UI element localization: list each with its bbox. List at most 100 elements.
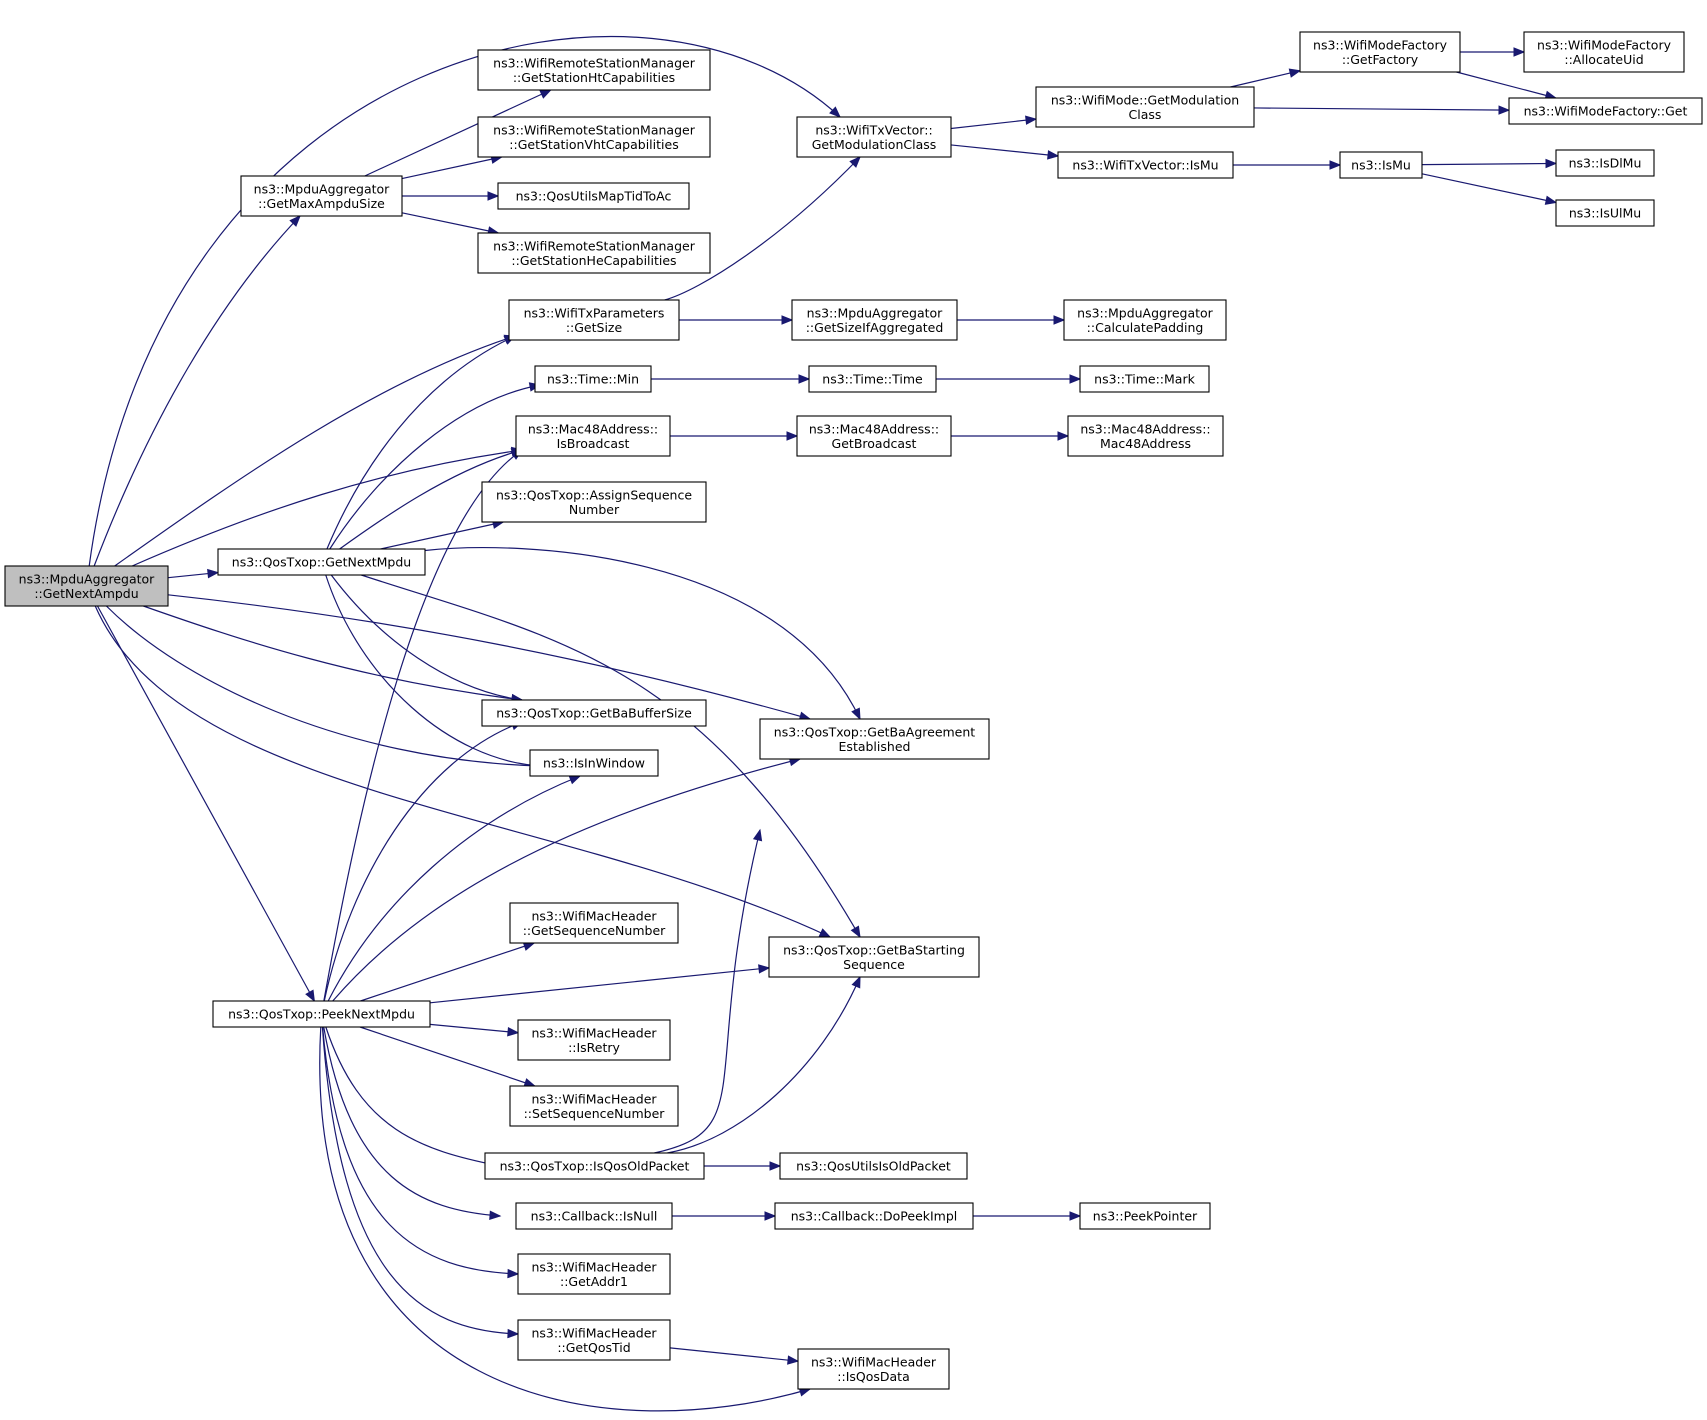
function-node-box[interactable] bbox=[768, 936, 980, 978]
function-node-label: ::IsRetry bbox=[568, 1040, 620, 1055]
function-node-mac48Ctor[interactable]: ns3::Mac48Address::Mac48Address bbox=[1067, 415, 1224, 457]
function-node-box[interactable] bbox=[796, 415, 952, 457]
function-node-isQosOld[interactable]: ns3::QosTxop::IsQosOldPacket bbox=[484, 1152, 705, 1180]
function-node-calcPadding[interactable]: ns3::MpduAggregator::CalculatePadding bbox=[1063, 299, 1227, 341]
function-node-box[interactable] bbox=[477, 116, 711, 158]
function-node-mapTid[interactable]: ns3::QosUtilsMapTidToAc bbox=[497, 182, 690, 210]
function-node-vhtCap[interactable]: ns3::WifiRemoteStationManager::GetStatio… bbox=[477, 116, 711, 158]
function-node-root[interactable]: ns3::MpduAggregator::GetNextAmpdu bbox=[4, 565, 169, 607]
function-node-getMaxAmpdu[interactable]: ns3::MpduAggregator::GetMaxAmpduSize bbox=[240, 175, 403, 217]
call-edge-arrowhead bbox=[1544, 195, 1558, 205]
function-node-box[interactable] bbox=[517, 1019, 671, 1061]
function-node-doPeekImpl[interactable]: ns3::Callback::DoPeekImpl bbox=[774, 1202, 974, 1230]
function-node-box[interactable] bbox=[477, 232, 711, 274]
function-node-box[interactable] bbox=[1339, 151, 1423, 179]
function-node-box[interactable] bbox=[774, 1202, 974, 1230]
function-node-box[interactable] bbox=[1057, 151, 1234, 179]
function-node-box[interactable] bbox=[217, 548, 426, 576]
function-node-label: ::GetAddr1 bbox=[560, 1274, 628, 1289]
function-node-box[interactable] bbox=[1079, 365, 1210, 393]
function-node-label: ::GetFactory bbox=[1342, 52, 1419, 67]
function-node-txParamsGetSize[interactable]: ns3::WifiTxParameters::GetSize bbox=[508, 299, 680, 341]
function-node-box[interactable] bbox=[481, 481, 707, 523]
function-node-utilsOld[interactable]: ns3::QosUtilsIsOldPacket bbox=[779, 1152, 968, 1180]
function-node-box[interactable] bbox=[791, 299, 958, 341]
function-node-box[interactable] bbox=[808, 365, 937, 393]
function-node-box[interactable] bbox=[759, 718, 990, 760]
function-node-box[interactable] bbox=[1508, 97, 1703, 125]
function-node-box[interactable] bbox=[796, 116, 952, 158]
function-node-modeModClass[interactable]: ns3::WifiMode::GetModulationClass bbox=[1035, 86, 1255, 128]
function-node-box[interactable] bbox=[509, 902, 679, 944]
function-node-box[interactable] bbox=[1555, 199, 1655, 227]
function-node-heCap[interactable]: ns3::WifiRemoteStationManager::GetStatio… bbox=[477, 232, 711, 274]
function-node-label: Established bbox=[839, 739, 911, 754]
call-edge bbox=[114, 335, 516, 567]
function-node-timeTime[interactable]: ns3::Time::Time bbox=[808, 365, 937, 393]
function-node-isQosData[interactable]: ns3::WifiMacHeader::IsQosData bbox=[797, 1348, 950, 1390]
function-node-box[interactable] bbox=[517, 1319, 671, 1361]
function-node-getNextMpdu[interactable]: ns3::QosTxop::GetNextMpdu bbox=[217, 548, 426, 576]
function-node-baBuffer[interactable]: ns3::QosTxop::GetBaBufferSize bbox=[481, 699, 707, 727]
function-node-label: ns3::Time::Time bbox=[822, 372, 923, 387]
function-node-box[interactable] bbox=[515, 1202, 673, 1230]
function-node-txVecModClass[interactable]: ns3::WifiTxVector::GetModulationClass bbox=[796, 116, 952, 158]
function-node-box[interactable] bbox=[240, 175, 403, 217]
function-node-getSeqNum[interactable]: ns3::WifiMacHeader::GetSequenceNumber bbox=[509, 902, 679, 944]
function-node-box[interactable] bbox=[517, 1253, 671, 1295]
function-node-cbIsNull[interactable]: ns3::Callback::IsNull bbox=[515, 1202, 673, 1230]
function-node-box[interactable] bbox=[4, 565, 169, 607]
function-node-factoryGet[interactable]: ns3::WifiModeFactory::Get bbox=[1508, 97, 1703, 125]
function-node-label: ns3::WifiModeFactory bbox=[1313, 37, 1448, 52]
function-node-modeFactoryGetFactory[interactable]: ns3::WifiModeFactory::GetFactory bbox=[1299, 31, 1461, 73]
function-node-label: IsBroadcast bbox=[557, 436, 630, 451]
function-node-setSeqNum[interactable]: ns3::WifiMacHeader::SetSequenceNumber bbox=[509, 1085, 679, 1127]
function-node-timeMark[interactable]: ns3::Time::Mark bbox=[1079, 365, 1210, 393]
function-node-timeMin[interactable]: ns3::Time::Min bbox=[534, 365, 652, 393]
function-node-label: ::GetStationHeCapabilities bbox=[511, 253, 676, 268]
function-node-box[interactable] bbox=[212, 1000, 431, 1028]
call-edge-arrowhead bbox=[1057, 431, 1070, 441]
function-node-box[interactable] bbox=[481, 699, 707, 727]
function-node-box[interactable] bbox=[1035, 86, 1255, 128]
function-node-box[interactable] bbox=[477, 49, 711, 91]
function-node-box[interactable] bbox=[1063, 299, 1227, 341]
function-node-peekNextMpdu[interactable]: ns3::QosTxop::PeekNextMpdu bbox=[212, 1000, 431, 1028]
function-node-box[interactable] bbox=[484, 1152, 705, 1180]
function-node-box[interactable] bbox=[779, 1152, 968, 1180]
function-node-htCap[interactable]: ns3::WifiRemoteStationManager::GetStatio… bbox=[477, 49, 711, 91]
function-node-box[interactable] bbox=[497, 182, 690, 210]
function-node-box[interactable] bbox=[515, 415, 671, 457]
function-node-box[interactable] bbox=[1079, 1202, 1211, 1230]
function-node-txVecIsMu[interactable]: ns3::WifiTxVector::IsMu bbox=[1057, 151, 1234, 179]
function-node-isMu[interactable]: ns3::IsMu bbox=[1339, 151, 1423, 179]
function-node-label: ::GetQosTid bbox=[557, 1340, 630, 1355]
function-node-isUlMu[interactable]: ns3::IsUlMu bbox=[1555, 199, 1655, 227]
function-node-box[interactable] bbox=[797, 1348, 950, 1390]
call-edge-arrowhead bbox=[305, 989, 316, 1003]
function-node-isInWindow[interactable]: ns3::IsInWindow bbox=[529, 749, 659, 777]
function-node-box[interactable] bbox=[529, 749, 659, 777]
function-node-peekPointer[interactable]: ns3::PeekPointer bbox=[1079, 1202, 1211, 1230]
function-node-box[interactable] bbox=[1523, 31, 1685, 73]
call-edge bbox=[131, 449, 523, 567]
function-node-getQosTid[interactable]: ns3::WifiMacHeader::GetQosTid bbox=[517, 1319, 671, 1361]
function-node-box[interactable] bbox=[509, 1085, 679, 1127]
function-node-box[interactable] bbox=[534, 365, 652, 393]
function-node-getBroadcast[interactable]: ns3::Mac48Address::GetBroadcast bbox=[796, 415, 952, 457]
function-node-label: ::GetSequenceNumber bbox=[523, 923, 666, 938]
function-node-box[interactable] bbox=[1067, 415, 1224, 457]
function-node-isRetry[interactable]: ns3::WifiMacHeader::IsRetry bbox=[517, 1019, 671, 1061]
function-node-allocUid[interactable]: ns3::WifiModeFactory::AllocateUid bbox=[1523, 31, 1685, 73]
function-node-label: ns3::MpduAggregator bbox=[19, 571, 156, 586]
function-node-isBroadcast[interactable]: ns3::Mac48Address::IsBroadcast bbox=[515, 415, 671, 457]
function-node-isDlMu[interactable]: ns3::IsDlMu bbox=[1555, 149, 1655, 177]
function-node-box[interactable] bbox=[508, 299, 680, 341]
function-node-sizeIfAgg[interactable]: ns3::MpduAggregator::GetSizeIfAggregated bbox=[791, 299, 958, 341]
function-node-getAddr1[interactable]: ns3::WifiMacHeader::GetAddr1 bbox=[517, 1253, 671, 1295]
function-node-box[interactable] bbox=[1299, 31, 1461, 73]
function-node-box[interactable] bbox=[1555, 149, 1655, 177]
